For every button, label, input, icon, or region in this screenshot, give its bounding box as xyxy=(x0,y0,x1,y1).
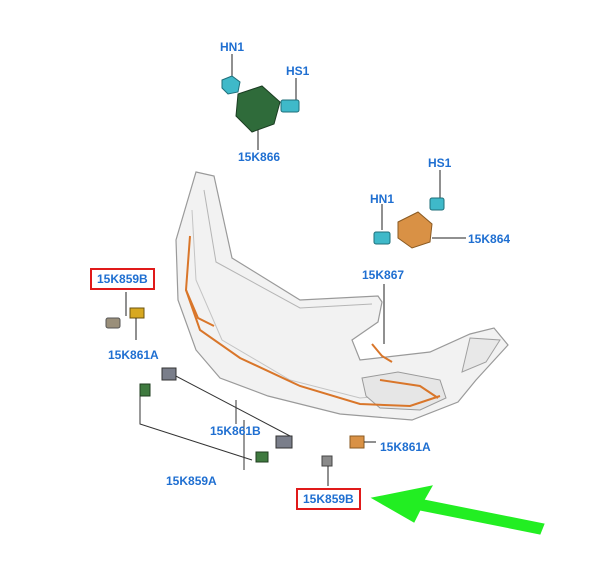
label-hs1-top: HS1 xyxy=(286,64,310,78)
label-hn1-right: HN1 xyxy=(370,192,395,206)
wiring-harness xyxy=(184,235,441,408)
label-15k859b-bottom: 15K859B xyxy=(296,488,361,510)
pointer-arrow xyxy=(370,485,545,535)
label-15k861b: 15K861B xyxy=(210,424,261,438)
label-15k867: 15K867 xyxy=(362,268,405,282)
label-15k866: 15K866 xyxy=(238,150,281,164)
sensor-left-group xyxy=(105,292,145,340)
label-15k864: 15K864 xyxy=(468,232,511,246)
label-hs1-right: HS1 xyxy=(428,156,452,170)
front-bumper-cover xyxy=(175,171,509,421)
module-top-assembly xyxy=(221,54,300,150)
label-15k859b-left: 15K859B xyxy=(90,268,155,290)
label-15k859a: 15K859A xyxy=(166,474,217,488)
label-15k861a-left: 15K861A xyxy=(108,348,159,362)
module-right-assembly xyxy=(373,170,466,249)
label-hn1-top: HN1 xyxy=(220,40,245,54)
bracket-group-lines xyxy=(139,373,291,470)
brackets-and-sensors xyxy=(139,367,376,486)
label-15k861a-right: 15K861A xyxy=(380,440,431,454)
